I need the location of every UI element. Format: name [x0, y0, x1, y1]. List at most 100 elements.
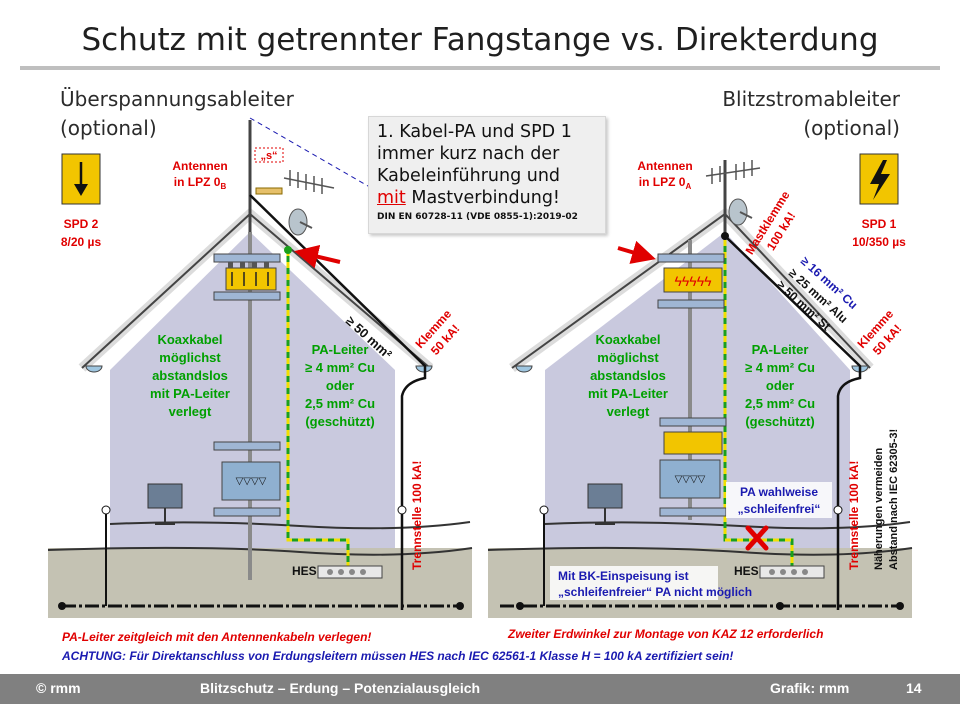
svg-text:abstandslos: abstandslos	[152, 368, 228, 383]
svg-text:2,5 mm² Cu: 2,5 mm² Cu	[745, 396, 815, 411]
left-spd-label: SPD 2	[64, 217, 99, 231]
svg-text:„schleifenfreier“ PA nicht mög: „schleifenfreier“ PA nicht möglich	[558, 585, 752, 599]
svg-text:Koaxkabel: Koaxkabel	[157, 332, 222, 347]
svg-text:„schleifenfrei“: „schleifenfrei“	[738, 502, 821, 516]
svg-text:▽▽▽▽: ▽▽▽▽	[236, 476, 267, 487]
right-mastklemme-label: Mastklemme 100 kA!	[742, 188, 798, 257]
title-rule	[20, 66, 940, 70]
tv-icon	[147, 483, 183, 525]
left-antenna-zone: in LPZ 0B	[174, 175, 227, 191]
svg-text:Näherungen vermeiden: Näherungen vermeiden	[873, 447, 885, 570]
left-pa-note: PA-Leiter ≥ 4 mm² Cu oder 2,5 mm² Cu (ge…	[305, 342, 375, 429]
right-yagi-antenna-icon	[705, 160, 761, 184]
svg-text:▽▽▽▽: ▽▽▽▽	[675, 474, 706, 485]
left-house: „s“ ▽▽▽▽	[47, 117, 473, 618]
callout-text: 1. Kabel-PA und SPD 1 immer kurz nach de…	[377, 121, 597, 209]
header-right-line1: Blitzstromableiter	[722, 87, 900, 111]
svg-text:2,5 mm² Cu: 2,5 mm² Cu	[305, 396, 375, 411]
svg-text:Mit BK-Einspeisung ist: Mit BK-Einspeisung ist	[558, 569, 689, 583]
right-hes-label: HES	[734, 564, 759, 578]
callout-line-4: mit Mastverbindung!	[377, 187, 597, 209]
left-trennstelle: Trennstelle 100 kA!	[410, 461, 424, 570]
left-gutter-left	[85, 365, 103, 373]
header-right: Blitzstromableiter (optional)	[722, 85, 900, 143]
norm-callout: 1. Kabel-PA und SPD 1 immer kurz nach de…	[368, 116, 606, 234]
callout-line-1: 1. Kabel-PA und SPD 1	[377, 122, 572, 142]
svg-text:verlegt: verlegt	[607, 404, 650, 419]
s-label-box	[254, 147, 284, 163]
right-pa-note: PA-Leiter ≥ 4 mm² Cu oder 2,5 mm² Cu (ge…	[745, 342, 815, 429]
svg-text:möglichst: möglichst	[597, 350, 659, 365]
svg-text:PA-Leiter: PA-Leiter	[312, 342, 369, 357]
svg-text:Koaxkabel: Koaxkabel	[595, 332, 660, 347]
note-warning: ACHTUNG: Für Direktanschluss von Erdungs…	[61, 649, 733, 663]
svg-text:oder: oder	[326, 378, 354, 393]
header-left-line2: (optional)	[60, 116, 157, 140]
right-coax-note: Koaxkabel möglichst abstandslos mit PA-L…	[588, 332, 668, 419]
footer-copyright: © rmm	[36, 680, 81, 696]
svg-text:oder: oder	[766, 378, 794, 393]
svg-text:ϟϟϟϟϟ: ϟϟϟϟϟ	[674, 273, 712, 289]
right-distance-note: Näherungen vermeiden Abstand nach IEC 62…	[873, 429, 900, 570]
right-ground-line	[487, 546, 913, 556]
left-ground-line	[47, 546, 473, 556]
header-left-line1: Überspannungsableiter	[60, 87, 294, 111]
left-house-wall	[110, 232, 395, 548]
svg-text:PA wahlweise: PA wahlweise	[740, 485, 818, 499]
left-distributor: ▽▽▽▽	[213, 441, 281, 517]
separation-distance-line	[249, 117, 376, 191]
svg-text:möglichst: möglichst	[159, 350, 221, 365]
callout-line-3: Kabeleinführung und	[377, 166, 561, 186]
right-down-conductor	[724, 235, 862, 610]
s-label: „s“	[260, 150, 277, 162]
cross-mark-icon	[745, 525, 769, 551]
callout-mit: mit	[377, 188, 406, 208]
callout-norm: DIN EN 60728-11 (VDE 0855-1):2019-02	[377, 212, 578, 222]
left-spd-block	[213, 253, 281, 301]
footer-credit: Grafik: rmm	[770, 680, 850, 696]
svg-text:(geschützt): (geschützt)	[305, 414, 374, 429]
left-coax-note: Koaxkabel möglichst abstandslos mit PA-L…	[150, 332, 230, 419]
yagi-antenna-icon	[283, 170, 335, 194]
svg-text:verlegt: verlegt	[169, 404, 212, 419]
note-left-bottom: PA-Leiter zeitgleich mit den Antennenkab…	[62, 630, 371, 644]
footer-topic: Blitzschutz – Erdung – Potenzialausgleic…	[200, 680, 481, 696]
svg-text:(geschützt): (geschützt)	[745, 414, 814, 429]
satellite-dish-icon	[288, 208, 313, 236]
right-spd-label: SPD 1	[862, 217, 897, 231]
right-bk-note: Mit BK-Einspeisung ist „schleifenfreier“…	[550, 566, 752, 600]
left-red-arrow-icon	[294, 244, 341, 269]
svg-text:≥ 4 mm² Cu: ≥ 4 mm² Cu	[745, 360, 815, 375]
footer-page-number: 14	[906, 680, 922, 696]
right-spd-block: ϟϟϟϟϟ	[657, 253, 725, 309]
surge-arrow-icon	[61, 153, 101, 205]
left-antenna-label: Antennen	[172, 159, 227, 173]
right-antenna-label: Antennen	[637, 159, 692, 173]
right-satellite-dish-icon	[728, 198, 753, 226]
header-right-line2: (optional)	[803, 116, 900, 140]
slide-title: Schutz mit getrennter Fangstange vs. Dir…	[81, 22, 879, 58]
callout-line-2: immer kurz nach der	[377, 144, 560, 164]
right-tv-icon	[587, 483, 623, 525]
right-distributor: ▽▽▽▽	[659, 417, 727, 517]
callout-line-4-rest: Mastverbindung!	[405, 188, 560, 208]
right-gutter-left	[515, 365, 533, 373]
svg-text:mit PA-Leiter: mit PA-Leiter	[150, 386, 230, 401]
note-right-bottom: Zweiter Erdwinkel zur Montage von KAZ 12…	[507, 627, 823, 641]
header-left: Überspannungsableiter (optional)	[60, 85, 294, 143]
left-hes-label: HES	[292, 564, 317, 578]
svg-text:PA-Leiter: PA-Leiter	[752, 342, 809, 357]
right-pa-loop-note: PA wahlweise „schleifenfrei“	[726, 482, 832, 518]
svg-text:Abstand nach IEC 62305-3!: Abstand nach IEC 62305-3!	[888, 429, 900, 570]
svg-text:abstandslos: abstandslos	[590, 368, 666, 383]
lightning-warning-icon	[859, 153, 899, 205]
right-spd-rating: 10/350 µs	[852, 235, 906, 249]
svg-text:mit PA-Leiter: mit PA-Leiter	[588, 386, 668, 401]
left-down-conductor	[249, 194, 427, 610]
right-house-wall	[545, 232, 850, 548]
right-trennstelle: Trennstelle 100 kA!	[847, 461, 861, 570]
right-red-arrow-icon	[617, 240, 656, 264]
svg-text:≥ 4 mm² Cu: ≥ 4 mm² Cu	[305, 360, 375, 375]
left-spd-rating: 8/20 µs	[61, 235, 102, 249]
